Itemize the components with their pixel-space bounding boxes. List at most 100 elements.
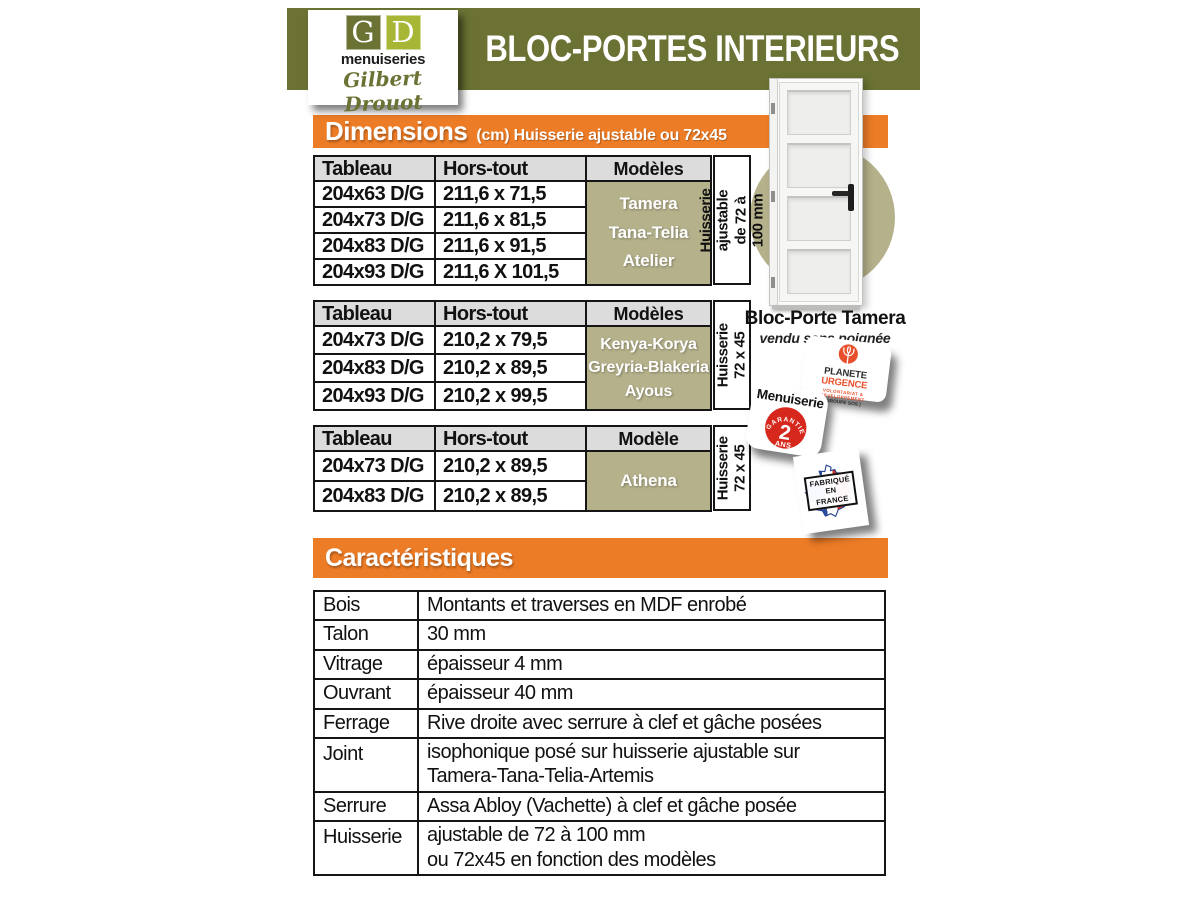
planete-urgence-badge: PLANETE URGENCE VOLONTARIAT & DÉVELOPPEM… (799, 334, 893, 408)
table-header-row: Tableau Hors-tout Modèles (313, 155, 712, 182)
cell-hors-tout: 210,2 x 79,5 (434, 325, 587, 355)
logo-subtitle: menuiseries (340, 51, 426, 68)
door-panel (787, 196, 851, 241)
cell-tableau: 204x93 D/G (313, 381, 436, 411)
caracteristiques-section-bar: Caractéristiques (313, 538, 888, 578)
cell-value: isophonique posé sur huisserie ajustable… (417, 736, 886, 793)
table-row: 204x83 D/G 210,2 x 89,5 (313, 480, 711, 512)
col-header-tableau: Tableau (313, 425, 436, 452)
door-handle-lever-icon (832, 191, 849, 196)
garantie-number: 2 (777, 421, 792, 446)
fabrique-en-france-badge: FABRIQUÉ EN FRANCE (792, 447, 870, 535)
table-row: 204x73 D/G 211,6 x 81,5 (313, 206, 711, 234)
cell-hors-tout: 211,6 x 91,5 (434, 232, 587, 260)
cell-value: Assa Abloy (Vachette) à clef et gâche po… (417, 790, 886, 823)
table-row: Talon 30 mm (313, 619, 886, 651)
cell-value: Rive droite avec serrure à clef et gâche… (417, 707, 886, 739)
table-row: Vitrage épaisseur 4 mm (313, 648, 886, 681)
dimensions-table-1: Tableau Hors-tout Modèles 204x63 D/G 211… (313, 155, 712, 286)
door-caption-title: Bloc-Porte Tamera (744, 308, 906, 329)
logo-letter-g: G (345, 15, 381, 50)
dimensions-subtitle: (cm) Huisserie ajustable ou 72x45 (476, 127, 727, 144)
door-photo (769, 78, 863, 306)
logo-letter-d: D (385, 15, 421, 50)
cell-label: Serrure (313, 790, 419, 823)
cell-hors-tout: 210,2 x 99,5 (434, 381, 587, 411)
table-row: Huisserie ajustable de 72 à 100 mm ou 72… (313, 820, 886, 876)
cell-tableau: 204x83 D/G (313, 353, 436, 383)
table-row: 204x83 D/G 210,2 x 89,5 (313, 353, 711, 383)
cell-value: 30 mm (417, 619, 886, 651)
cell-tableau: 204x93 D/G (313, 258, 436, 286)
table-row: 204x93 D/G 210,2 x 99,5 (313, 381, 711, 411)
table-row: Ferrage Rive droite avec serrure à clef … (313, 707, 886, 739)
side-label-huisserie-ajustable: Huisserie ajustable de 72 à 100 mm (698, 155, 766, 285)
table-header-row: Tableau Hors-tout Modèle (313, 425, 712, 452)
side-label-huisserie-72x45: Huisserie 72 x 45 (713, 300, 751, 410)
cell-hors-tout: 210,2 x 89,5 (434, 480, 587, 512)
cell-label: Talon (313, 619, 419, 651)
table-row: 204x63 D/G 211,6 x 71,5 Tamera Tana-Teli… (313, 180, 712, 286)
door-hinge (771, 277, 775, 288)
dimensions-title: Dimensions (325, 116, 468, 146)
table-row: 204x93 D/G 211,6 X 101,5 (313, 258, 711, 286)
planete-urgence-tree-icon (838, 344, 858, 367)
col-header-hors-tout: Hors-tout (434, 155, 587, 182)
page-title: BLOC-PORTES INTERIEURS (465, 8, 920, 90)
cell-tableau: 204x83 D/G (313, 480, 436, 512)
cell-hors-tout: 210,2 x 89,5 (434, 353, 587, 383)
cell-label: Huisserie (313, 820, 419, 876)
cell-tableau: 204x73 D/G (313, 206, 436, 234)
garantie-2-ans-seal-icon: GARANTIE 2 ANS (765, 407, 808, 450)
table-row: 204x83 D/G 211,6 x 91,5 (313, 232, 711, 260)
company-logo: G D menuiseries Gilbert Drouot (308, 10, 458, 116)
table-row: Joint isophonique posé sur huisserie aju… (313, 736, 886, 793)
door-hinge (771, 103, 775, 114)
col-header-hors-tout: Hors-tout (434, 300, 587, 327)
table-row: 204x73 D/G 210,2 x 79,5 Kenya-Korya Grey… (313, 325, 712, 411)
cell-tableau: 204x83 D/G (313, 232, 436, 260)
logo-signature: Gilbert Drouot (342, 65, 423, 117)
garantie-unit: ANS (774, 439, 792, 450)
table-row: Serrure Assa Abloy (Vachette) à clef et … (313, 790, 886, 823)
cell-value: épaisseur 40 mm (417, 678, 886, 710)
cell-hors-tout: 211,6 x 71,5 (434, 180, 587, 208)
door-handle-icon (848, 184, 854, 211)
cell-tableau: 204x73 D/G (313, 450, 436, 482)
cell-value: Montants et traverses en MDF enrobé (417, 589, 886, 622)
caracteristiques-title: Caractéristiques (325, 544, 513, 572)
side-label-huisserie-72x45: Huisserie 72 x 45 (713, 425, 751, 511)
cell-hors-tout: 210,2 x 89,5 (434, 450, 587, 482)
table-row: 204x73 D/G 210,2 x 89,5 Athena (313, 450, 712, 512)
garantie-2-ans-badge: Menuiserie GARANTIE 2 ANS (744, 381, 830, 459)
door-panel (787, 143, 851, 188)
col-header-modeles: Modèles (585, 300, 712, 327)
cell-label: Vitrage (313, 648, 419, 681)
cell-label: Ferrage (313, 707, 419, 739)
fabrique-en-france-label: FABRIQUÉ EN FRANCE (803, 470, 859, 512)
dimensions-table-3: Tableau Hors-tout Modèle 204x73 D/G 210,… (313, 425, 712, 512)
cell-label: Joint (313, 736, 419, 793)
cell-label: Ouvrant (313, 678, 419, 710)
page-title-text: BLOC-PORTES INTERIEURS (485, 28, 900, 69)
door-panel (787, 90, 851, 135)
cell-tableau: 204x63 D/G (313, 180, 436, 208)
table-header-row: Tableau Hors-tout Modèles (313, 300, 712, 327)
logo-initials: G D (308, 15, 458, 50)
door-frame (770, 79, 778, 305)
table-row: Bois Montants et traverses en MDF enrobé (313, 589, 886, 622)
side-label-text: Huisserie ajustable de 72 à 100 mm (697, 188, 767, 252)
door-panel (787, 249, 851, 294)
cell-hors-tout: 211,6 X 101,5 (434, 258, 587, 286)
door-hinge (771, 191, 775, 202)
col-header-hors-tout: Hors-tout (434, 425, 587, 452)
cell-tableau: 204x73 D/G (313, 325, 436, 355)
cell-models: Athena (585, 450, 712, 512)
door-shadow (772, 305, 860, 309)
caracteristiques-table: Bois Montants et traverses en MDF enrobé… (313, 589, 886, 876)
cell-value: ajustable de 72 à 100 mm ou 72x45 en fon… (417, 820, 886, 876)
col-header-modele: Modèle (585, 425, 712, 452)
cell-value: épaisseur 4 mm (417, 648, 886, 681)
cell-models: Tamera Tana-Telia Atelier (585, 180, 712, 286)
